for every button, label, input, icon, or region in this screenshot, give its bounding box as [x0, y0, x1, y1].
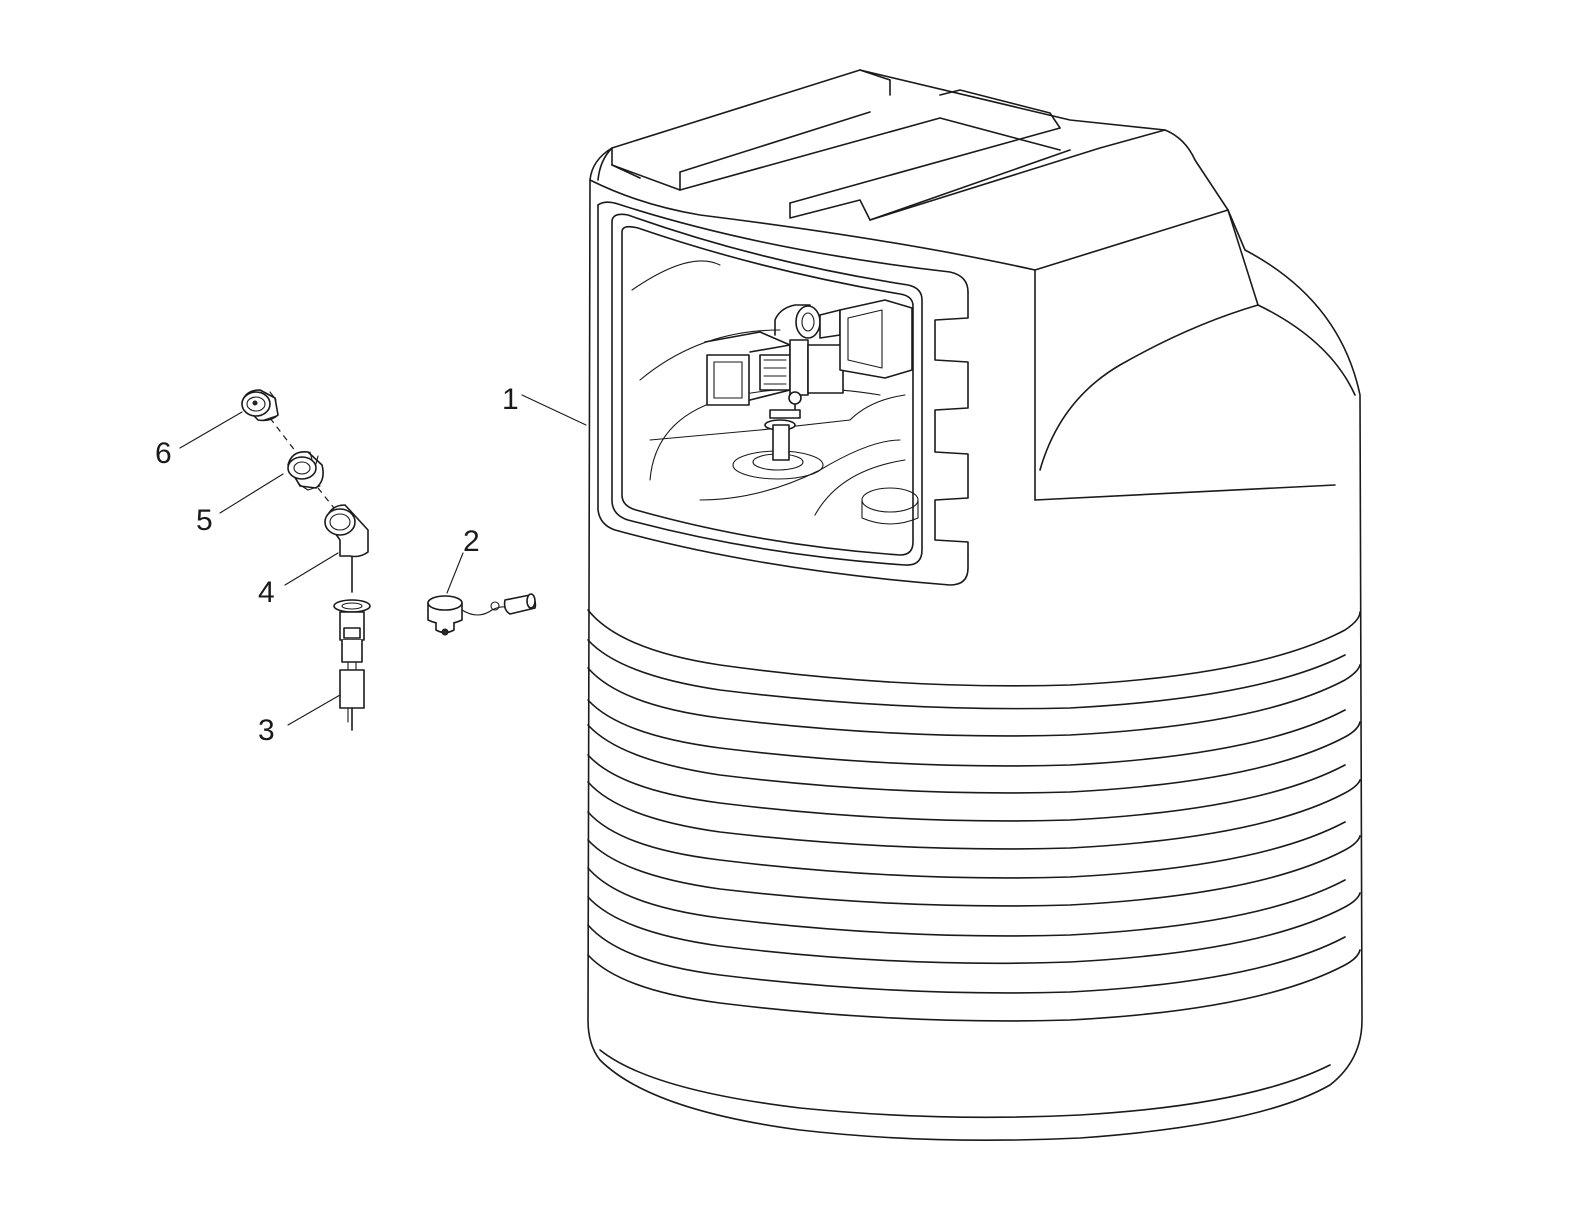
assembly-line-6-5 — [269, 417, 297, 453]
callout-labels: 1 2 3 4 5 6 — [155, 383, 519, 747]
leader-2 — [446, 552, 464, 594]
leader-4 — [284, 552, 339, 586]
callout-leaders — [179, 394, 587, 726]
callout-5: 5 — [196, 504, 213, 537]
leader-6 — [179, 411, 243, 449]
callout-4: 4 — [258, 576, 275, 609]
pump-assembly — [704, 299, 913, 461]
part-6-plug — [241, 389, 279, 422]
part-5-coupling — [287, 450, 324, 491]
part-2-cap-float — [427, 593, 537, 636]
callout-1: 1 — [502, 383, 519, 416]
tank-body — [587, 69, 1363, 1142]
part-4-elbow — [324, 504, 369, 593]
leader-5 — [219, 473, 284, 514]
assembly-line-5-4 — [317, 487, 335, 509]
callout-2: 2 — [463, 525, 480, 558]
callout-6: 6 — [155, 437, 172, 470]
leader-3 — [287, 694, 341, 726]
leader-1 — [521, 394, 587, 426]
part-3-sensor-rod — [333, 599, 371, 731]
callout-3: 3 — [258, 714, 275, 747]
